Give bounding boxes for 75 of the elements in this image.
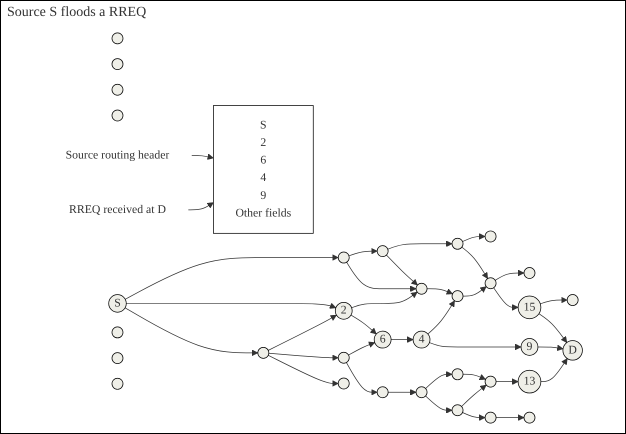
arrow — [540, 296, 568, 304]
node-circle — [376, 386, 389, 398]
arrow — [124, 254, 339, 300]
arrow — [348, 248, 378, 256]
node-circle — [524, 267, 536, 279]
node-circle — [112, 110, 124, 122]
arrow — [496, 414, 524, 421]
node-circle: 15 — [518, 296, 542, 320]
arrow — [388, 389, 416, 396]
node-circle — [257, 346, 270, 359]
node-circle — [112, 58, 124, 70]
node-text: Source routing header — [66, 148, 170, 162]
node-circle: 4 — [412, 330, 430, 348]
node-circle — [338, 378, 350, 390]
arrow — [496, 378, 518, 385]
arrow — [350, 314, 377, 334]
node-circle — [566, 294, 579, 306]
arrow — [428, 300, 455, 334]
node-circle — [524, 412, 536, 424]
node-circle — [376, 245, 389, 257]
arrow — [462, 233, 486, 242]
arrow — [188, 202, 214, 210]
node-circle: 6 — [374, 330, 392, 348]
arrow — [348, 342, 376, 356]
node-text: RREQ received at D — [69, 203, 166, 216]
arrow — [462, 286, 487, 296]
node-circle — [112, 378, 124, 390]
note-text: Source S floods a RREQ — [7, 5, 146, 21]
node-circle — [112, 32, 124, 44]
arrow — [538, 313, 568, 343]
arrow — [191, 154, 214, 160]
node-circle — [484, 277, 496, 290]
node-circle: 9 — [520, 338, 538, 356]
node-circle — [416, 282, 428, 295]
arrow — [387, 240, 452, 250]
arrow — [462, 374, 486, 380]
node-circle: D — [562, 340, 583, 361]
node-circle — [484, 230, 496, 242]
arrow — [538, 344, 564, 352]
node-circle — [484, 412, 496, 424]
arrow — [425, 396, 452, 414]
arrow — [429, 342, 522, 350]
node-circle: 2 — [334, 302, 353, 320]
node-circle — [338, 252, 350, 264]
node-circle — [452, 290, 464, 302]
node-circle — [112, 326, 124, 338]
arrow — [461, 384, 487, 407]
node-circle — [452, 368, 464, 380]
arrow — [268, 352, 339, 361]
arrow — [126, 302, 336, 309]
arrow — [425, 371, 452, 389]
arrow — [268, 354, 339, 387]
node-circle — [112, 84, 124, 96]
arrow — [426, 288, 453, 294]
arrow — [124, 307, 258, 356]
arrow — [540, 358, 568, 382]
node-circle: S — [108, 294, 127, 313]
node-circle — [452, 238, 464, 250]
arrow — [462, 246, 488, 279]
arrow — [346, 362, 378, 396]
arrow — [390, 336, 414, 343]
arrow — [386, 254, 418, 286]
node-circle — [338, 352, 350, 364]
arrow — [462, 412, 486, 421]
node-circle — [112, 352, 124, 364]
node-box: S 2 6 4 9 Other fields — [213, 105, 314, 234]
arrow — [351, 292, 418, 308]
arrow — [268, 314, 337, 351]
node-circle — [484, 376, 496, 388]
node-circle — [452, 404, 464, 416]
node-circle: 13 — [518, 370, 542, 394]
arrow — [494, 270, 524, 281]
arrow — [346, 262, 416, 292]
node-circle — [416, 386, 428, 398]
arrow — [493, 287, 518, 311]
